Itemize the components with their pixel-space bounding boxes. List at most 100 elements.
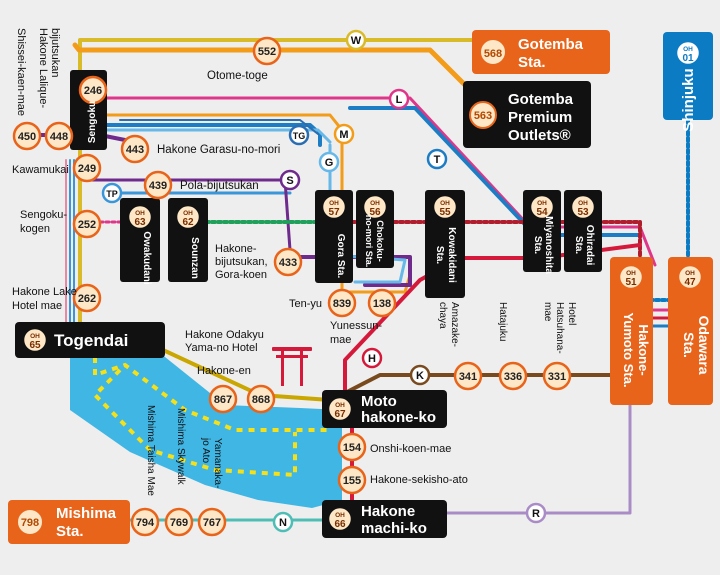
oh-badge-machi-number: 66 — [334, 519, 346, 530]
stop-448[interactable]: 448 — [44, 121, 74, 151]
route-marker-r[interactable]: R — [525, 502, 547, 524]
stop-867[interactable]: 867 — [208, 384, 238, 414]
route-marker-l[interactable]: L — [388, 88, 410, 110]
station-name-gotemba-1: Gotemba — [518, 36, 584, 53]
route-marker-tp[interactable]: TP — [101, 182, 123, 204]
stop-154-circle — [337, 432, 367, 462]
route-marker-n-circle — [272, 511, 294, 533]
route-marker-s-label: S — [286, 175, 293, 187]
stop-246[interactable]: 246 — [78, 75, 108, 105]
oh-badge-machi-circle — [326, 505, 354, 533]
route-marker-t[interactable]: T — [426, 148, 448, 170]
stop-867-code: 867 — [214, 394, 232, 406]
label-otome: Otome-toge — [207, 70, 268, 82]
stop-262[interactable]: 262 — [72, 283, 102, 313]
label-pola: Pola-bijutsukan — [180, 180, 259, 192]
station-name-miyanoshita-2: Sta. — [532, 236, 543, 255]
station-name-kowakidani-2: Sta. — [434, 246, 445, 265]
stop-336[interactable]: 336 — [498, 361, 528, 391]
stop-252-circle — [72, 209, 102, 239]
stop-443-circle — [120, 134, 150, 164]
route-marker-s[interactable]: S — [279, 169, 301, 191]
label-yunessun-1: Yunessun- — [330, 320, 382, 332]
route-marker-m[interactable]: M — [333, 123, 355, 145]
station-box-kowakidani[interactable] — [425, 190, 465, 298]
stop-868[interactable]: 868 — [246, 384, 276, 414]
station-name-yumoto-1: Hakone- — [636, 324, 651, 375]
oh-badge-kowakidani-number: 55 — [439, 207, 451, 218]
stop-769[interactable]: 769 — [164, 507, 194, 537]
stop-331[interactable]: 331 — [542, 361, 572, 391]
station-name-sengoku: Sengoku — [87, 101, 98, 143]
oh-badge-yumoto-number: 51 — [625, 277, 637, 288]
station-box-yumoto[interactable] — [610, 257, 653, 405]
route-marker-m-circle — [333, 123, 355, 145]
station-name-chokoku-2: no-mori Sta. — [364, 215, 374, 268]
stop-443-code: 443 — [126, 144, 144, 156]
stop-563-circle — [469, 101, 497, 129]
route-marker-tg[interactable]: TG — [288, 124, 310, 146]
stop-249[interactable]: 249 — [72, 153, 102, 183]
route-marker-n[interactable]: N — [272, 511, 294, 533]
stop-443[interactable]: 443 — [120, 134, 150, 164]
oh-badge-odawara-prefix: OH — [685, 270, 695, 277]
oh-badge-miyanoshita-circle — [528, 193, 556, 221]
stop-868-code: 868 — [252, 394, 270, 406]
route-marker-g-label: G — [325, 157, 334, 169]
route-marker-t-circle — [426, 148, 448, 170]
stop-839[interactable]: 839 — [327, 288, 357, 318]
oh-badge-shinjuku-prefix: OH — [683, 46, 693, 53]
stop-439[interactable]: 439 — [143, 170, 173, 200]
label-bijutsukan-1: Hakone- — [215, 243, 257, 255]
stop-246-circle — [78, 75, 108, 105]
station-box-odawara[interactable] — [668, 257, 713, 405]
stop-433[interactable]: 433 — [273, 247, 303, 277]
route-marker-k-circle — [409, 364, 431, 386]
stop-867-circle — [208, 384, 238, 414]
route-tg-line — [119, 119, 319, 135]
route-marker-k[interactable]: K — [409, 364, 431, 386]
oh-badge-ohiradai-circle — [569, 193, 597, 221]
oh-badge-gora-prefix: OH — [329, 200, 339, 207]
route-tp-verticals — [69, 159, 75, 331]
station-box-machi[interactable] — [322, 500, 447, 538]
route-marker-h[interactable]: H — [361, 347, 383, 369]
route-marker-t-label: T — [434, 154, 441, 166]
station-name-owakudani: Owakudani — [141, 231, 152, 285]
stop-249-circle — [72, 153, 102, 183]
stop-839-code: 839 — [333, 298, 351, 310]
stop-341-code: 341 — [459, 371, 477, 383]
station-box-gotemba[interactable] — [472, 30, 610, 74]
route-marker-g[interactable]: G — [318, 151, 340, 173]
stop-450[interactable]: 450 — [12, 121, 42, 151]
stop-252[interactable]: 252 — [72, 209, 102, 239]
label-taisha: Mishima Taisha Mae — [145, 405, 156, 496]
stop-154[interactable]: 154 — [337, 432, 367, 462]
stop-252-code: 252 — [78, 219, 96, 231]
stop-448-circle — [44, 121, 74, 151]
station-name-yumoto-2: Yumoto Sta. — [621, 312, 636, 387]
station-box-outlets[interactable] — [463, 81, 591, 148]
oh-badge-sounzan-prefix: OH — [183, 210, 193, 217]
label-yamanaka-1: Yamanaka- — [212, 438, 223, 488]
stop-767[interactable]: 767 — [197, 507, 227, 537]
stop-794[interactable]: 794 — [130, 507, 160, 537]
station-box-motohakone[interactable] — [322, 390, 447, 428]
label-hatsuhana-2: Hatsuhana- — [554, 302, 565, 354]
stop-341[interactable]: 341 — [453, 361, 483, 391]
station-name-shinjuku: Shinjuku — [680, 68, 697, 131]
label-amazake-2: chaya — [437, 302, 448, 329]
stop-155[interactable]: 155 — [337, 465, 367, 495]
station-box-togendai[interactable] — [15, 322, 165, 358]
stop-138[interactable]: 138 — [367, 288, 397, 318]
stop-552[interactable]: 552 — [252, 36, 282, 66]
label-lalique-2: bijutsukan — [49, 28, 61, 78]
route-marker-w[interactable]: W — [345, 29, 367, 51]
station-name-chokoku-1: Chokoku- — [375, 220, 385, 262]
route-marker-h-label: H — [368, 353, 376, 365]
